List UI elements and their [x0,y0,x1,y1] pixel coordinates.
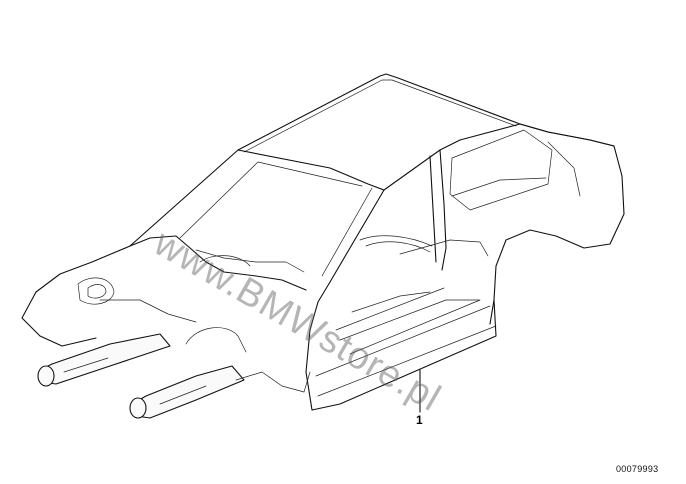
front-fender [21,245,131,347]
cowl [199,255,251,267]
strut-tower [77,277,115,305]
rail-detail [63,357,207,405]
front-wheel-arch [185,327,247,353]
rear-quarter [439,123,625,325]
b-pillar [429,155,437,263]
floor-pan [339,299,481,355]
right-rail-tip [129,397,147,419]
rear-window-opening [449,129,553,211]
rear-shelf [451,177,547,197]
windshield-frame [129,149,385,247]
engine-bay-rear [129,235,307,291]
part-callout-number: 1 [416,413,423,427]
inner-fender [99,299,197,323]
wiring-harness [359,235,433,253]
front-apron [235,371,311,393]
roof-outline [237,73,615,151]
rear-seat-pan [399,239,489,257]
strut-tower-inner [87,284,107,299]
door-opening [383,149,447,271]
a-pillar-inner [321,187,373,277]
left-rail-tip [37,365,55,387]
tunnel [351,291,431,313]
floor-line [335,287,445,331]
image-id-label: 00079993 [616,464,659,474]
firewall [195,249,305,273]
rocker-sill [305,299,497,411]
sill-lower [317,325,497,397]
right-front-rail [131,365,245,419]
sill-inner [315,305,491,377]
a-pillar [309,189,385,331]
roof-inner-edge [243,79,517,153]
c-pillar-inner [547,141,581,197]
windshield-inner [179,161,363,239]
